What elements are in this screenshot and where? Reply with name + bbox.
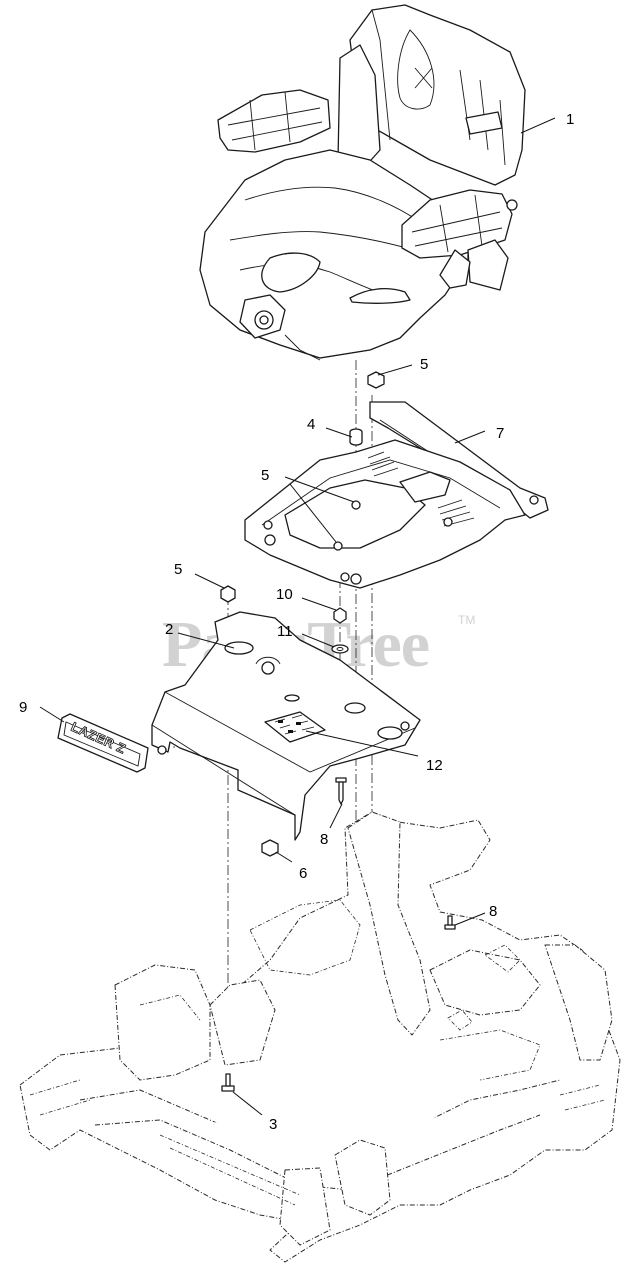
seat-assembly: [199, 4, 526, 361]
nut-6: [261, 839, 279, 857]
callout-5-left: 5: [174, 561, 182, 578]
callout-5-top: 5: [420, 356, 428, 373]
callout-4: 4: [307, 416, 315, 433]
callout-11: 11: [277, 623, 293, 640]
small-hardware: [220, 585, 349, 654]
seat-suspension-plate: [244, 401, 549, 589]
callout-12: 12: [426, 757, 443, 774]
spacer-and-nut: [349, 371, 385, 446]
callout-8-center: 8: [320, 831, 328, 848]
screw-8-left: [335, 777, 347, 805]
decal-lazer-z: LAZER Z: [57, 713, 149, 773]
leader-lines: [39, 117, 556, 1116]
watermark-trademark: TM: [458, 613, 475, 627]
callout-6: 6: [299, 865, 307, 882]
callout-10: 10: [276, 586, 293, 603]
callout-2: 2: [165, 621, 173, 638]
decal-12: [264, 711, 326, 743]
bolt-3: [221, 1073, 235, 1092]
screw-8-right: [444, 915, 456, 930]
fasteners: [221, 777, 456, 1092]
callout-5-plate: 5: [261, 467, 269, 484]
callout-3: 3: [269, 1116, 277, 1133]
callout-7: 7: [496, 425, 504, 442]
tractor-frame-phantom: [19, 811, 621, 1263]
callout-1: 1: [566, 111, 574, 128]
callout-labels: 1 5 4 7 5 5 10 2 11 9 12 8 6 8 3: [19, 111, 574, 1133]
callout-8-right: 8: [489, 903, 497, 920]
callout-9: 9: [19, 699, 27, 716]
